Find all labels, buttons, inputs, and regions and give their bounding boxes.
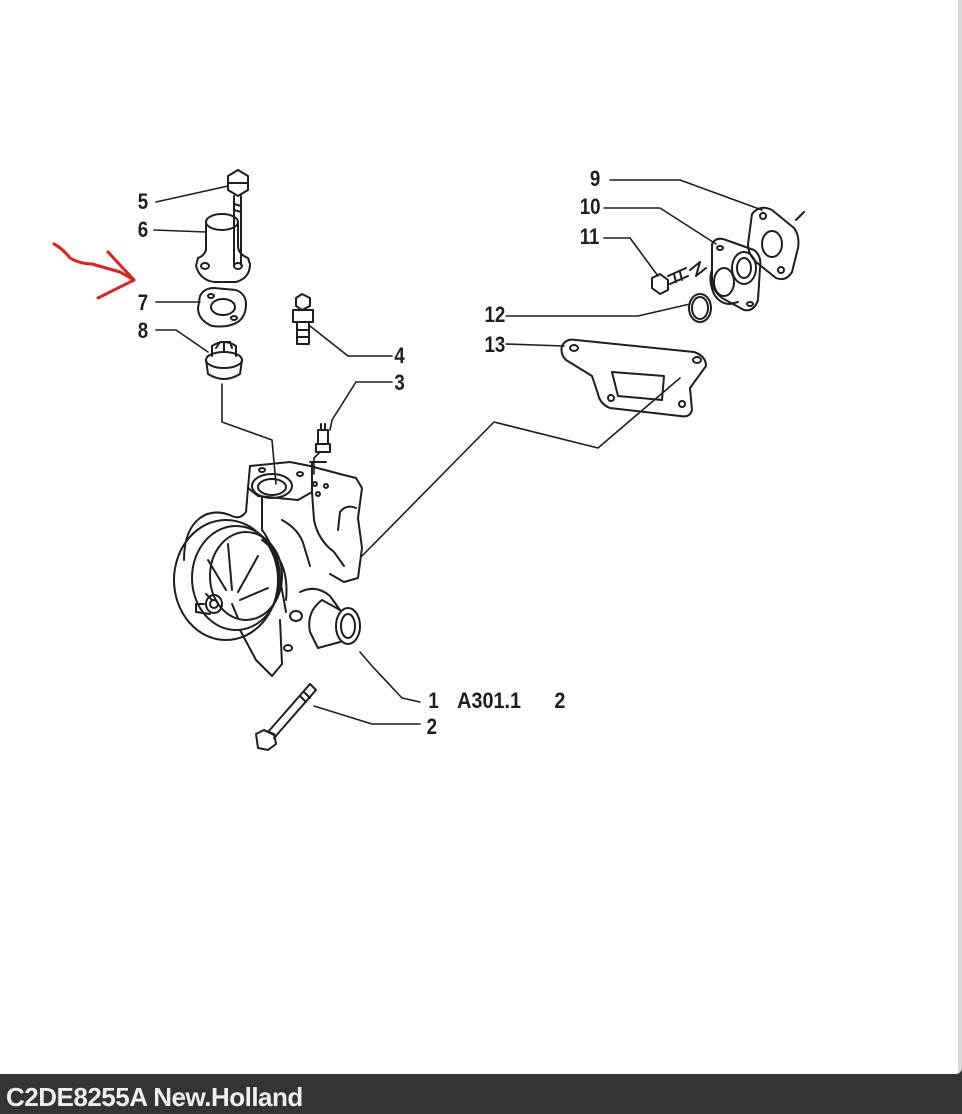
callout-7: 7	[138, 292, 148, 316]
callout-10: 10	[580, 196, 601, 220]
callout-6: 6	[138, 219, 148, 243]
callout-8: 8	[138, 320, 148, 344]
part-7-gasket	[197, 287, 247, 328]
sheet-number: 2	[554, 689, 565, 713]
callout-1: 1	[428, 690, 438, 714]
part-1-water-pump	[173, 461, 363, 677]
footer-bar	[0, 1074, 962, 1114]
red-arrow-annotation	[52, 242, 136, 300]
image-caption: C2DE8255A New.Holland	[6, 1082, 303, 1112]
part-12-o-ring	[688, 293, 712, 323]
callout-11: 11	[580, 226, 600, 250]
part-11-bolt	[651, 261, 707, 295]
part-13-bracket	[560, 338, 707, 418]
part-5-bolt	[227, 169, 249, 266]
callout-9: 9	[590, 168, 600, 192]
callout-labels: 5 6 7 8 4 3 1 2 9 10 11 12 13 A301.1 2	[138, 168, 601, 740]
part-2-bolt	[255, 683, 317, 751]
part-10-connector	[709, 237, 762, 312]
leader-lines	[153, 179, 763, 725]
callout-2: 2	[427, 716, 437, 740]
parts-diagram: 5 6 7 8 4 3 1 2 9 10 11 12 13 A301.1 2	[52, 168, 805, 751]
part-8-thermostat	[205, 341, 243, 380]
part-4-sender	[292, 293, 314, 345]
reference-code: A301.1	[457, 689, 521, 713]
callout-13: 13	[485, 334, 506, 358]
callout-3: 3	[394, 372, 404, 396]
callout-12: 12	[485, 304, 506, 328]
diagram-panel	[0, 0, 962, 1074]
part-3-sensor	[315, 423, 331, 453]
callout-4: 4	[394, 345, 405, 369]
callout-5: 5	[138, 191, 148, 215]
part-6-outlet-housing	[195, 213, 251, 283]
